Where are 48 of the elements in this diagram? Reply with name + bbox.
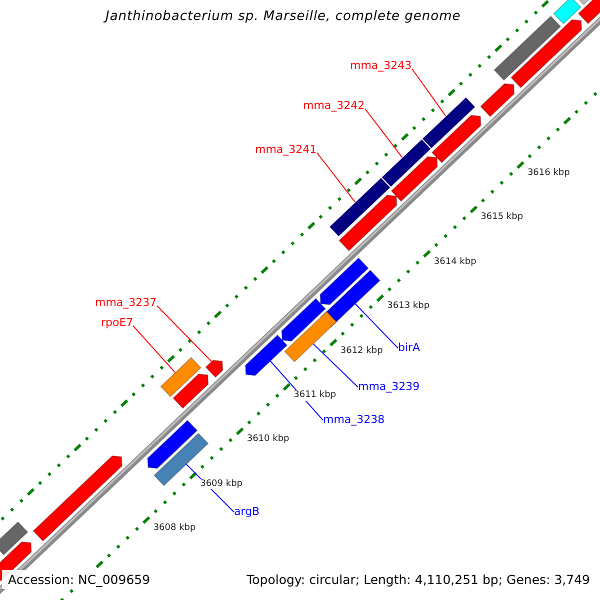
- gene-bar: [284, 310, 338, 362]
- gene-block: [147, 420, 198, 469]
- gene-label: mma_3243: [350, 59, 412, 72]
- gene-block: [245, 334, 288, 376]
- gene-block: [510, 19, 582, 88]
- gene-label: mma_3238: [323, 413, 385, 426]
- scale-label: 3611 kbp: [292, 390, 338, 401]
- gene-label: mma_3242: [303, 99, 365, 112]
- gene-block: [578, 0, 600, 24]
- scale-label: 3612 kbp: [339, 346, 384, 356]
- gene-block: [281, 298, 326, 342]
- gene-bar: [494, 16, 562, 81]
- scale-label: 3616 kbp: [526, 168, 571, 179]
- gene-block: [32, 455, 122, 542]
- scale-label: 3608 kbp: [152, 523, 197, 534]
- gene-bar: [380, 138, 432, 188]
- gene-bar: [0, 521, 28, 556]
- scale-label: 3615 kbp: [480, 212, 524, 224]
- scale-label: 3613 kbp: [386, 301, 431, 312]
- leader-line: [316, 152, 356, 203]
- scale-label: 3609 kbp: [199, 478, 244, 490]
- gene-bar: [160, 356, 202, 398]
- gene-block: [390, 156, 438, 202]
- gene-label: argB: [234, 505, 260, 518]
- gene-block: [431, 114, 482, 164]
- gene-block: [338, 194, 398, 252]
- gene-label: birA: [398, 341, 420, 354]
- leader-line: [364, 108, 403, 158]
- gene-label: mma_3237: [95, 296, 157, 310]
- gene-bar: [328, 176, 392, 238]
- leader-line: [132, 325, 176, 374]
- gene-label: mma_3239: [358, 380, 420, 394]
- scale-label: 3614 kbp: [432, 256, 478, 268]
- leader-line: [354, 303, 398, 349]
- gene-label: mma_3241: [255, 143, 317, 156]
- leader-line: [312, 343, 358, 388]
- gene-block: [320, 257, 369, 306]
- gene-block: [172, 373, 209, 409]
- genome-info-label: Topology: circular; Length: 4,110,251 bp; Genes: 3,749: [246, 572, 590, 587]
- gene-block: [480, 83, 515, 118]
- gene-block: [205, 360, 224, 378]
- leader-line: [156, 305, 212, 362]
- scale-label: 3610 kbp: [246, 434, 290, 446]
- title: Janthinobacterium sp. Marseille, complete genome: [106, 9, 461, 25]
- gene-bar: [553, 0, 582, 24]
- gene-label: rpoE7: [101, 316, 134, 330]
- gene-bar: [421, 96, 476, 150]
- leader-line: [412, 68, 446, 117]
